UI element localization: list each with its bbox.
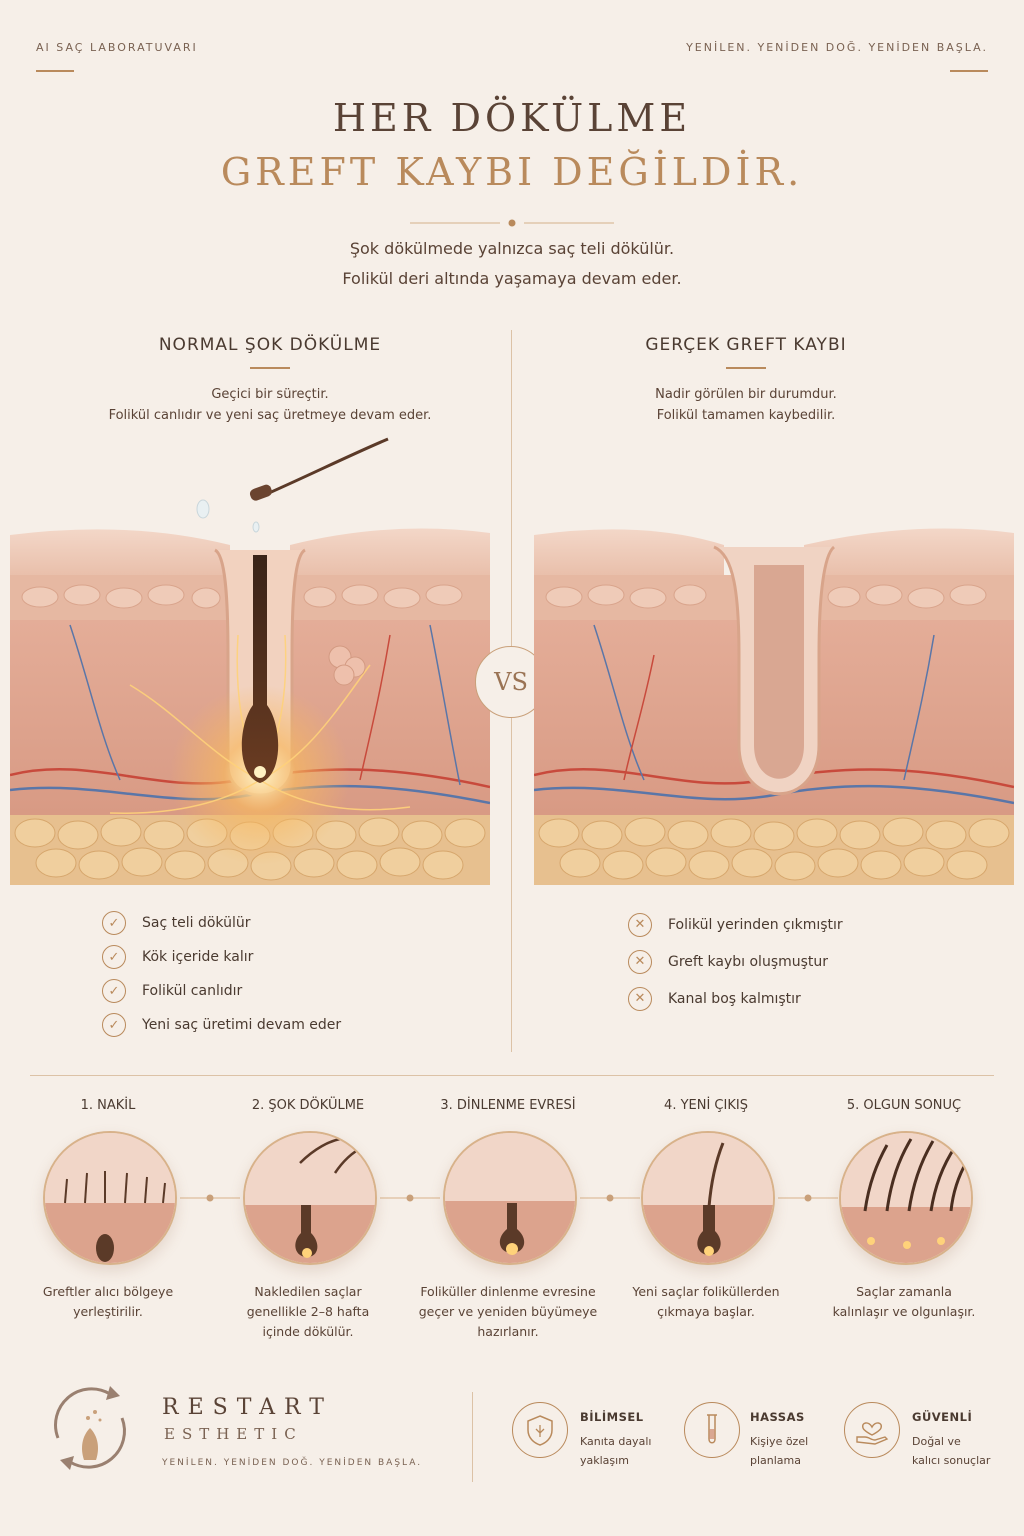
left-column-title: NORMAL ŞOK DÖKÜLME (158, 335, 382, 355)
list-item: ✕Greft kaybı oluşmuştur (628, 943, 988, 980)
left-title-rule (250, 367, 290, 369)
step-4-image (641, 1131, 775, 1265)
left-desc-2: Folikül canlıdır ve yeni saç üretmeye de… (108, 408, 432, 423)
step-4-desc-1: Yeni saçlar foliküllerden (632, 1284, 780, 1299)
header-tagline: YENİLEN. YENİDEN DOĞ. YENİDEN BAŞLA. (686, 41, 988, 54)
shock-loss-checklist: ✓Saç teli dökülür ✓Kök içeride kalır ✓Fo… (102, 906, 482, 1042)
list-item: ✕Kanal boş kalmıştır (628, 980, 988, 1017)
step-1-desc-2: yerleştirilir. (73, 1304, 143, 1319)
step-2-title: 2. ŞOK DÖKÜLME (251, 1098, 365, 1113)
shield-icon (512, 1402, 568, 1458)
step-5-image (839, 1131, 973, 1265)
check-icon: ✓ (102, 945, 126, 969)
feature-1-desc-2: yaklaşım (580, 1454, 629, 1467)
hero-divider (410, 213, 614, 227)
step-3-desc-1: Foliküller dinlenme evresine (420, 1284, 596, 1299)
test-tube-icon (684, 1402, 740, 1458)
list-item: ✓Yeni saç üretimi devam eder (102, 1008, 482, 1042)
step-1-desc-1: Greftler alıcı bölgeye (42, 1284, 174, 1299)
hero-title-line2: GREFT KAYBI DEĞİLDİR. (220, 150, 804, 194)
feature-1-desc-1: Kanıta dayalı (580, 1435, 652, 1448)
step-3-image (443, 1131, 577, 1265)
feature-2-desc-1: Kişiye özel (750, 1435, 809, 1448)
list-item: ✓Folikül canlıdır (102, 974, 482, 1008)
footer-divider (472, 1392, 473, 1482)
heart-hand-icon (844, 1402, 900, 1458)
step-3-title: 3. DİNLENME EVRESİ (440, 1098, 576, 1113)
step-4-title: 4. YENİ ÇIKIŞ (664, 1098, 748, 1113)
step-1-image (43, 1131, 177, 1265)
brand-name: RESTART (162, 1395, 333, 1420)
feature-1-title: BİLİMSEL (580, 1410, 644, 1424)
step-2-desc-3: içinde dökülür. (262, 1324, 354, 1339)
list-item: ✕Folikül yerinden çıkmıştır (628, 906, 988, 943)
shock-loss-illustration (9, 435, 491, 895)
list-item: ✓Saç teli dökülür (102, 906, 482, 940)
right-desc-1: Nadir görülen bir durumdur. (655, 387, 837, 402)
step-5-desc-2: kalınlaşır ve olgunlaşır. (832, 1304, 976, 1319)
step-1-title: 1. NAKİL (80, 1098, 136, 1113)
feature-2-desc-2: planlama (750, 1454, 802, 1467)
step-4-desc-2: çıkmaya başlar. (657, 1304, 755, 1319)
brand-logo (40, 1378, 140, 1478)
graft-loss-list: ✕Folikül yerinden çıkmıştır ✕Greft kaybı… (628, 906, 988, 1017)
step-2-image (243, 1131, 377, 1265)
step-5-desc-1: Saçlar zamanla (856, 1284, 952, 1299)
step-2-desc-1: Nakledilen saçlar (254, 1284, 362, 1299)
cross-icon: ✕ (628, 912, 652, 937)
step-3-desc-2: geçer ve yeniden büyümeye (418, 1304, 598, 1319)
step-5-title: 5. OLGUN SONUÇ (846, 1098, 962, 1113)
timeline: 1. NAKİL Greftler alıcı bölgeye yerleşti… (18, 1098, 1008, 1358)
right-column-title: GERÇEK GREFT KAYBI (645, 335, 847, 355)
section-divider (30, 1075, 994, 1076)
lab-label: AI SAÇ LABORATUVARI (36, 41, 198, 54)
hero-title-line1: HER DÖKÜLME (332, 96, 692, 140)
brand-tagline: YENİLEN. YENİDEN DOĞ. YENİDEN BAŞLA. (162, 1458, 423, 1468)
feature-3-desc-2: kalıcı sonuçlar (912, 1454, 991, 1467)
graft-loss-illustration (533, 435, 1015, 895)
step-2-desc-2: genellikle 2–8 hafta (246, 1304, 370, 1319)
check-icon: ✓ (102, 979, 126, 1003)
step-3-desc-3: hazırlanır. (477, 1324, 539, 1339)
hero-subtitle-2: Folikül deri altında yaşamaya devam eder… (342, 269, 682, 288)
left-desc-1: Geçici bir süreçtir. (211, 387, 329, 402)
list-item: ✓Kök içeride kalır (102, 940, 482, 974)
feature-3-title: GÜVENLİ (912, 1410, 973, 1424)
feature-3-desc-1: Doğal ve (912, 1435, 961, 1448)
header-left-rule (36, 70, 74, 72)
check-icon: ✓ (102, 911, 126, 935)
right-title-rule (726, 367, 766, 369)
right-desc-2: Folikül tamamen kaybedilir. (656, 408, 836, 423)
hero-subtitle-1: Şok dökülmede yalnızca saç teli dökülür. (349, 239, 675, 258)
brand-subname: ESTHETIC (164, 1425, 303, 1443)
cross-icon: ✕ (628, 986, 652, 1011)
cross-icon: ✕ (628, 949, 652, 974)
header-right-rule (950, 70, 988, 72)
check-icon: ✓ (102, 1013, 126, 1037)
feature-2-title: HASSAS (750, 1410, 805, 1424)
